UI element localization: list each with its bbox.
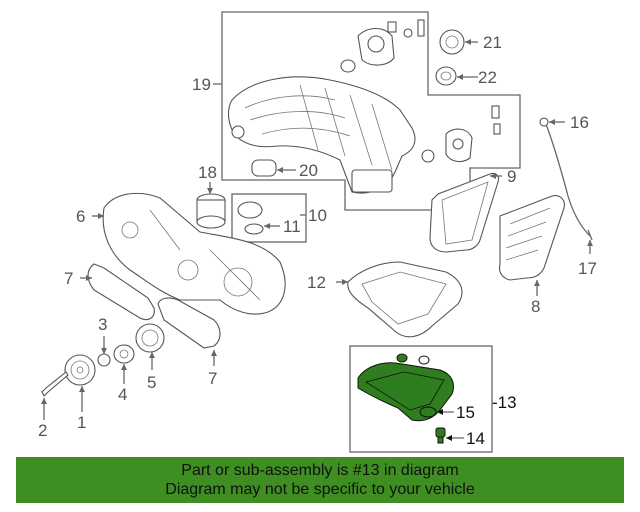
small-bolts	[387, 19, 501, 135]
callout-9: 9	[507, 167, 516, 186]
callout-19: 19	[192, 75, 211, 94]
bolt-2	[41, 371, 69, 397]
callout-18: 18	[198, 163, 217, 182]
drain-plug-14	[435, 427, 446, 444]
timing-belt-7a	[87, 263, 155, 321]
callout-7-left: 7	[64, 269, 73, 288]
cap-21	[439, 29, 465, 55]
callout-4: 4	[118, 385, 127, 404]
part-13-box	[349, 345, 493, 453]
gasket-15	[419, 406, 437, 418]
arrow-heads	[41, 39, 593, 441]
gasket-9	[429, 172, 500, 253]
callout-20: 20	[299, 161, 318, 180]
pulley-1	[64, 354, 96, 386]
banner-line-1: Part or sub-assembly is #13 in diagram	[181, 462, 459, 479]
banner-line-2: Diagram may not be specific to your vehi…	[165, 481, 475, 498]
callout-14: 14	[466, 429, 485, 448]
group-10-box	[231, 193, 307, 243]
manifold-group-outline	[221, 11, 521, 211]
callout-12: 12	[307, 273, 326, 292]
callout-5: 5	[147, 373, 156, 392]
seal-22	[435, 66, 457, 86]
callout-17: 17	[578, 259, 597, 278]
callout-15: 15	[456, 403, 475, 422]
callout-7-right: 7	[208, 369, 217, 388]
oring-3	[97, 353, 111, 367]
callout-16: 16	[570, 113, 589, 132]
callout-1: 1	[77, 413, 86, 432]
callout-22: 22	[478, 68, 497, 87]
intake-manifold	[227, 76, 416, 194]
gasket-20	[251, 159, 277, 177]
exploded-view-svg: 19 21 22 16 9 20 18 10 11 6 7 12 8 17 7 …	[38, 11, 597, 453]
seal-5	[135, 323, 165, 353]
callout-8: 8	[531, 297, 540, 316]
oil-pan-upper-12	[347, 261, 463, 338]
oil-filter-18	[196, 193, 226, 229]
callout-10: 10	[308, 206, 327, 225]
spacer-4	[113, 344, 135, 364]
valve-cover-8	[498, 195, 565, 281]
parts-diagram: 19 21 22 16 9 20 18 10 11 6 7 12 8 17 7 …	[38, 11, 597, 453]
oil-cap-11	[237, 201, 264, 235]
callout-13: -13	[492, 393, 517, 412]
callout-21: 21	[483, 33, 502, 52]
dipstick-tube-17	[587, 229, 593, 241]
pcv-valve	[421, 128, 473, 163]
callout-6: 6	[76, 207, 85, 226]
callout-2: 2	[38, 421, 47, 440]
throttle-body	[340, 27, 395, 73]
dipstick-16	[545, 123, 591, 237]
callout-3: 3	[98, 315, 107, 334]
timing-belt-7b	[157, 297, 221, 349]
vehicle-notice-banner: Part or sub-assembly is #13 in diagram D…	[16, 457, 624, 503]
oil-pan-13	[357, 353, 454, 422]
timing-cover-6	[102, 192, 286, 315]
callout-11: 11	[283, 217, 301, 236]
